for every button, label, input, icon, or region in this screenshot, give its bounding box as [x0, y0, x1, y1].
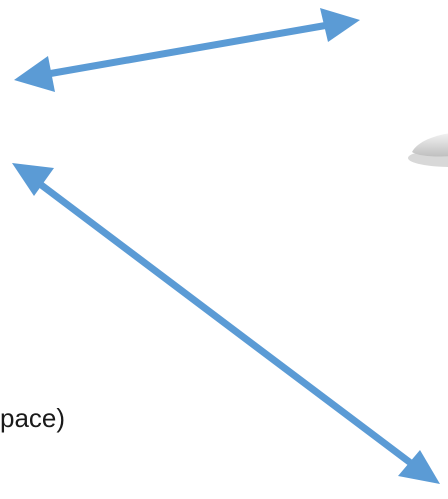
top-double-arrow — [14, 8, 360, 92]
diagonal-double-arrow — [12, 163, 440, 484]
caption-text: pace) — [0, 403, 66, 433]
device-shape-icon — [408, 133, 448, 167]
